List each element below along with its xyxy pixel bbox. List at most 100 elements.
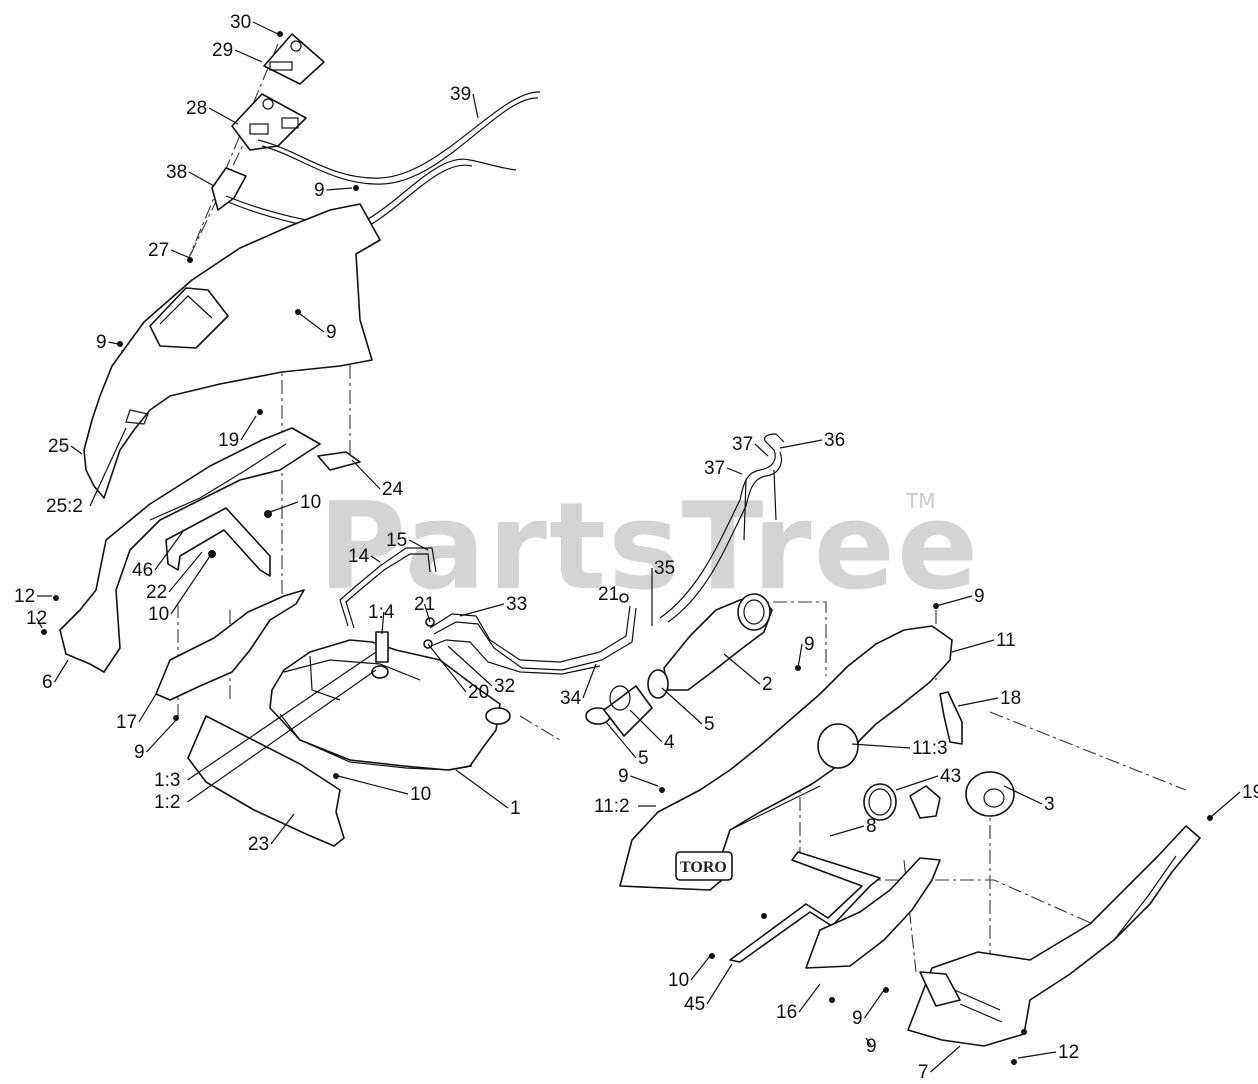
leader-c11 [951, 639, 995, 653]
leader-c38 [188, 171, 215, 187]
leader-c2 [723, 653, 761, 685]
leader-c6 [53, 659, 69, 683]
callout-c11_2: 11:2 [594, 796, 630, 817]
leader-c16 [798, 983, 821, 1013]
callout-c6: 6 [42, 672, 53, 693]
leader-c39 [472, 93, 479, 119]
leader-c9e [935, 595, 973, 607]
leader-c9b [299, 313, 325, 333]
leader-c1_2 [187, 669, 377, 803]
leader-c36 [779, 439, 823, 449]
leader-c5a [661, 687, 703, 725]
leader-c9a [326, 187, 353, 191]
callout-c11: 11 [996, 630, 1016, 651]
callout-c12b: 12 [26, 608, 47, 629]
callout-c35: 35 [654, 558, 675, 579]
leader-c46 [154, 529, 185, 571]
leader-c15 [408, 539, 429, 551]
leader-c10d [690, 955, 711, 981]
leader-c9h [864, 989, 885, 1019]
callout-c1_3: 1:3 [154, 770, 180, 791]
callout-c1: 1 [510, 798, 521, 819]
leader-c18 [957, 697, 999, 707]
leader-c32 [447, 645, 493, 687]
callout-c15: 15 [386, 530, 407, 551]
leader-c10b [170, 555, 211, 615]
leader-c7 [930, 1045, 961, 1073]
callout-c9c: 9 [96, 332, 107, 353]
fuel-tank-parts [187, 547, 637, 847]
callout-c12a: 12 [14, 586, 35, 607]
leader-c28 [208, 107, 239, 125]
callout-c20: 20 [468, 682, 489, 703]
leader-c17 [138, 693, 157, 723]
callout-c45: 45 [684, 994, 705, 1015]
callout-c9d: 9 [134, 742, 145, 763]
callout-c34: 34 [560, 688, 582, 709]
callout-c43: 43 [940, 766, 961, 787]
callout-c22: 22 [146, 582, 167, 603]
leader-c9g [630, 775, 659, 787]
leader-c11_3 [851, 743, 911, 749]
leader-c33 [459, 603, 505, 617]
callout-c33: 33 [506, 594, 527, 615]
callout-c19a: 19 [218, 430, 239, 451]
leader-c12b [35, 617, 43, 629]
callout-c23: 23 [248, 834, 269, 855]
callout-c37a: 37 [732, 434, 753, 455]
callout-c9a: 9 [314, 180, 325, 201]
leader-c37a [754, 443, 769, 457]
callout-c9f: 9 [804, 634, 815, 655]
callout-c17: 17 [116, 712, 137, 733]
leader-c21a [423, 603, 431, 623]
callout-c5a: 5 [704, 714, 715, 735]
leader-c9f [797, 643, 803, 669]
callout-c1_4: 1:4 [368, 602, 395, 623]
leader-c43 [895, 775, 939, 791]
callout-c9b: 9 [326, 322, 337, 343]
callout-c10a: 10 [300, 492, 321, 513]
leader-c1_3 [187, 651, 377, 781]
leader-c5b [605, 721, 637, 759]
callout-c4: 4 [664, 732, 675, 753]
leader-c25_2 [89, 427, 127, 507]
leader-c19b [1211, 791, 1241, 817]
filler-neck-parts [585, 433, 785, 737]
callout-c25_2: 25:2 [46, 496, 83, 517]
callout-c11_3: 11:3 [912, 738, 948, 759]
callout-c7: 7 [918, 1062, 929, 1083]
callout-c29: 29 [212, 40, 233, 61]
callout-c36: 36 [824, 430, 845, 451]
leader-c25 [70, 445, 83, 455]
leader-c10c [337, 775, 409, 795]
callout-c12c: 12 [1058, 1042, 1079, 1063]
leader-c20 [427, 643, 467, 693]
leader-c1 [455, 769, 509, 809]
leader-c9d [146, 717, 179, 753]
leader-c30 [252, 21, 279, 35]
callout-c16: 16 [776, 1002, 797, 1023]
callout-c21a: 21 [414, 594, 435, 615]
callout-c9g: 9 [618, 766, 629, 787]
callout-c21b: 21 [598, 584, 619, 605]
callout-c10c: 10 [410, 784, 431, 805]
leader-c19a [240, 415, 257, 441]
callout-c10b: 10 [148, 604, 169, 625]
callout-c27: 27 [148, 240, 169, 261]
toro-logo: TORO [680, 859, 727, 876]
callout-c9i: 9 [866, 1036, 877, 1057]
leader-c14 [370, 555, 381, 563]
callout-c28: 28 [186, 98, 207, 119]
fender-parts: TORO [619, 625, 1201, 1047]
callout-c38: 38 [166, 162, 187, 183]
leader-c12c [1017, 1051, 1057, 1059]
leader-c10a [269, 501, 299, 513]
callout-c30: 30 [230, 12, 251, 33]
callout-c2: 2 [762, 674, 773, 695]
leader-c27 [170, 249, 191, 259]
leader-c37b [726, 467, 743, 475]
callout-c10d: 10 [668, 970, 689, 991]
leader-c9c [108, 341, 119, 345]
leader-c45 [706, 963, 733, 1005]
